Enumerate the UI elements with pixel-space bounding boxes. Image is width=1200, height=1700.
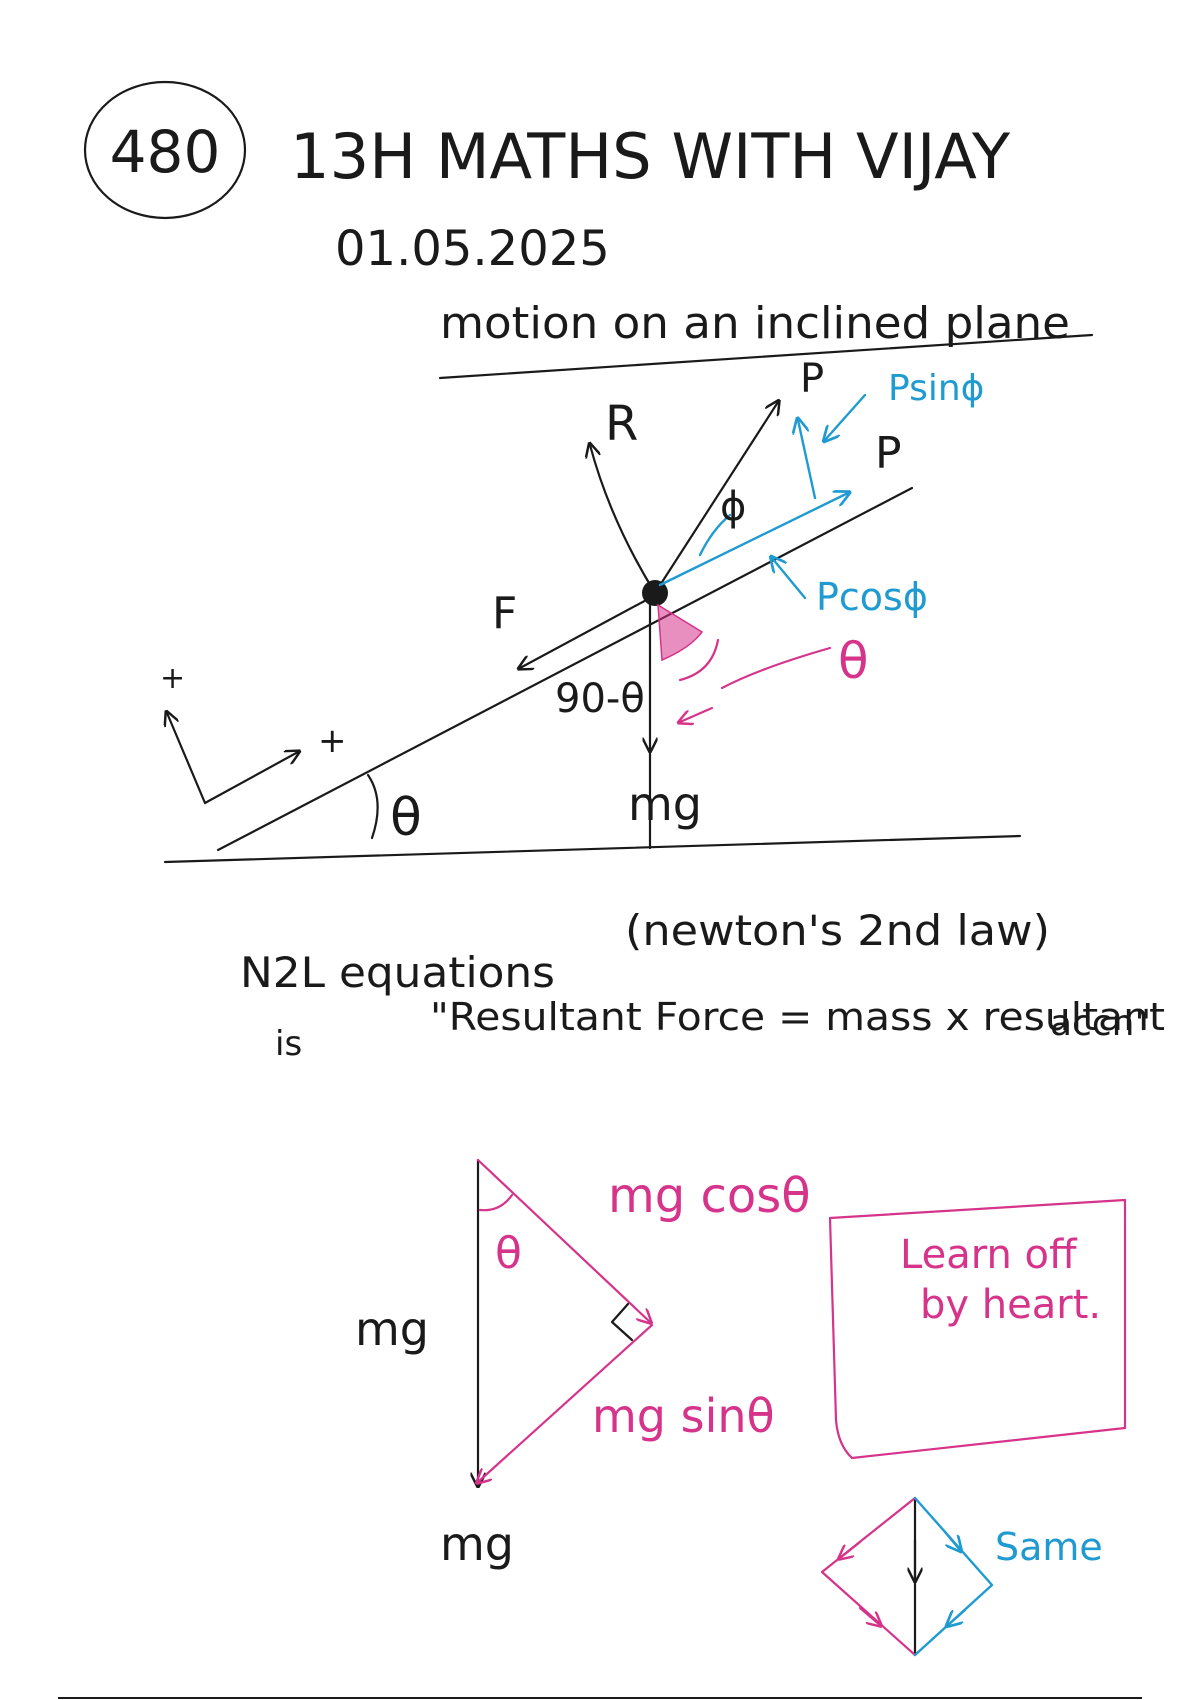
axis-plus-along: + [318,721,347,761]
page-title: 13H MATHS WITH VIJAY [290,120,1010,193]
n2l-heading: N2L equations [240,948,555,997]
n2l-full-name: (newton's 2nd law) [625,906,1050,955]
page-number-circle [83,80,247,220]
theta-pink-arc [678,638,720,682]
force-p-label-right: P [875,428,902,479]
same-blue-arrow-1 [943,1530,960,1550]
n2l-statement-cont: accn" [1050,1003,1151,1044]
incline-line [216,486,914,852]
same-pink-arrow-2 [858,1606,880,1625]
theta-top-label: θ [495,1228,522,1279]
topic-heading: motion on an inclined plane [440,298,1070,349]
right-angle-marker [610,1302,634,1342]
date: 01.05.2025 [335,221,610,277]
page-number: 480 [110,118,221,186]
incline-angle-label: θ [390,788,422,848]
mgsin-label: mg sinθ [592,1389,775,1443]
friction-label: F [492,588,517,639]
same-blue-arrow-2 [948,1608,967,1625]
mg-bottom-label: mg [440,1517,514,1571]
axis-along-arrow [203,752,298,805]
same-label: Same [995,1525,1103,1569]
normal-reaction-arrow [590,445,657,595]
psin-label: Psinϕ [888,368,984,409]
mgsin-component-arrow [478,1323,654,1482]
theta-pink-label: θ [838,632,869,690]
force-p-arrow [653,402,778,595]
same-pink-components [820,1496,917,1657]
axis-plus-up: + [160,661,185,696]
friction-arrow [520,596,652,668]
same-pink-arrow-1 [840,1540,862,1558]
normal-reaction-label: R [605,396,638,452]
mgcos-component-arrow [476,1158,650,1322]
axis-up-arrow [167,713,207,805]
ground-line [163,834,1022,864]
reminder-line-2: by heart. [920,1282,1101,1328]
topic-underline [438,333,1094,380]
pcos-component-arrow [658,493,848,587]
weight-label: mg [628,777,702,831]
psin-pointer [825,393,867,440]
phi-label: ϕ [720,484,746,530]
theta-shaded-wedge [657,603,704,662]
psin-component-arrow [798,420,817,500]
pcos-label: Pcosϕ [816,575,928,619]
theta-pink-pointer [720,646,832,690]
pcos-pointer [772,558,807,600]
same-blue-components [913,1496,994,1657]
phi-angle-arc [698,513,732,557]
mg-side-label: mg [355,1302,429,1356]
reminder-line-1: Learn off [900,1232,1078,1278]
n2l-statement: "Resultant Force = mass x resultant [430,995,1165,1039]
theta-pink-arrow [680,706,714,722]
n2l-is: is [275,1024,302,1064]
complement-angle-label: 90-θ [555,676,645,722]
force-p-label-top: P [800,356,824,402]
theta-top-arc [478,1193,514,1212]
mgcos-label: mg cosθ [608,1168,811,1224]
reminder-box [828,1198,1127,1460]
incline-angle-arc [366,773,379,840]
